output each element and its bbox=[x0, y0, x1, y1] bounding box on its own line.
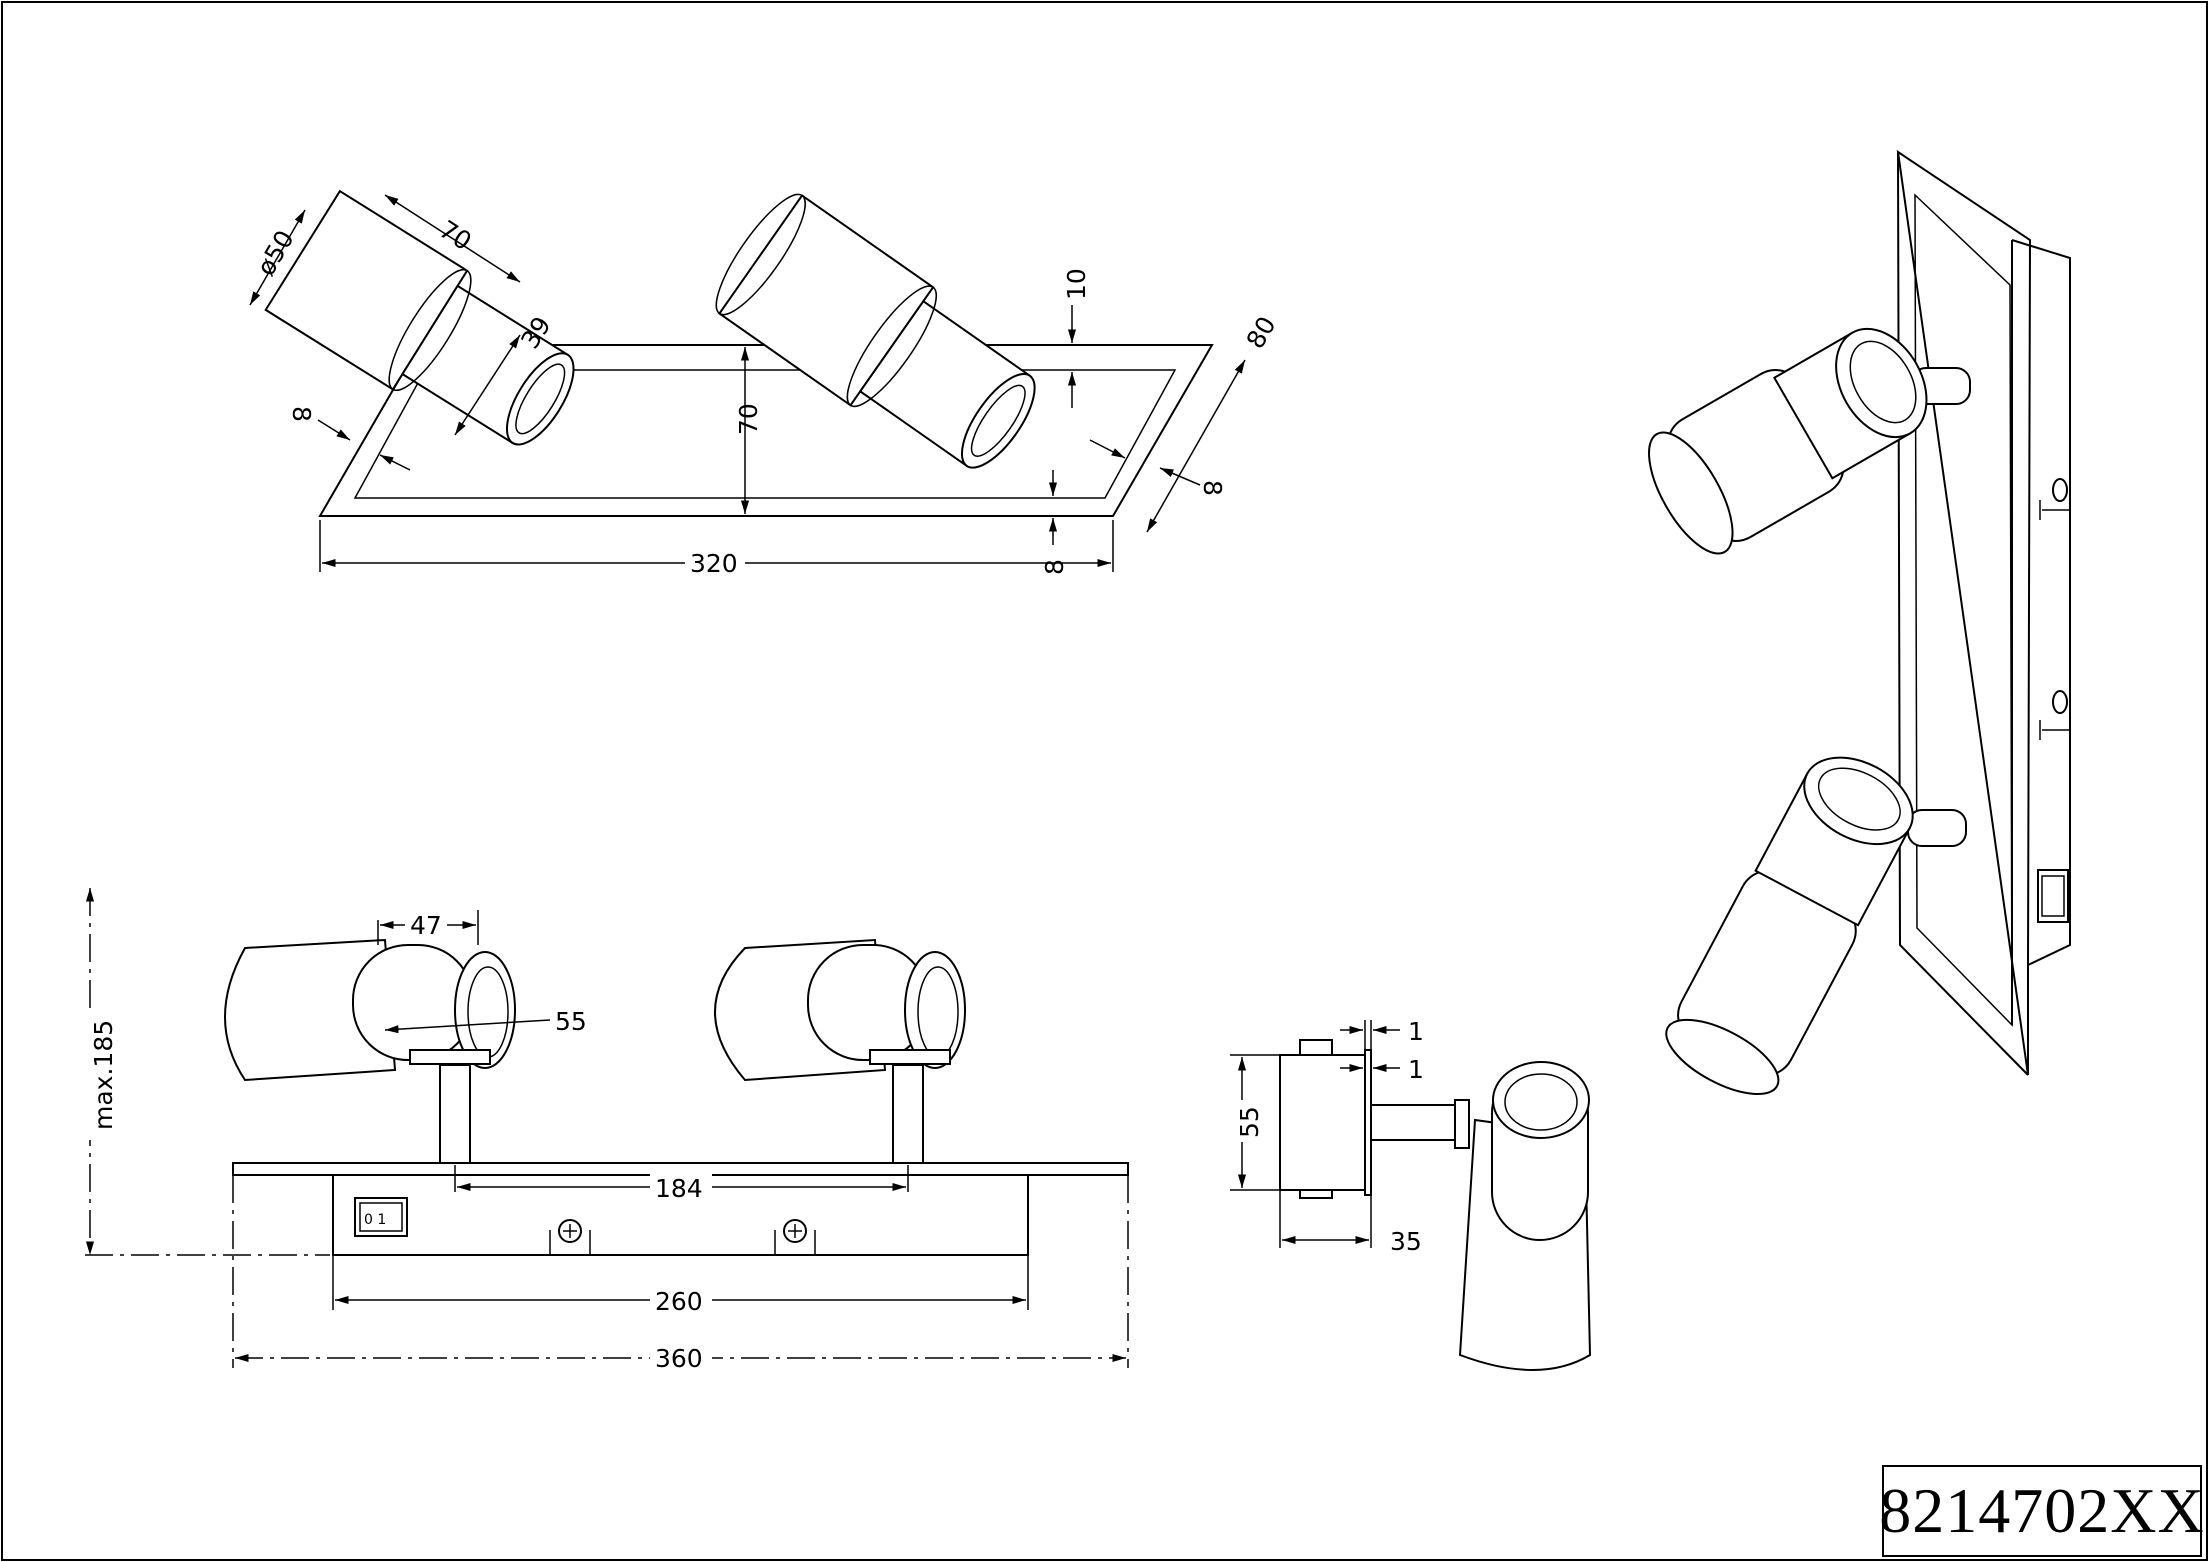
front-spot-right bbox=[714, 938, 966, 1082]
switch-label: 0 1 bbox=[364, 1212, 386, 1228]
front-stem-left bbox=[439, 1064, 471, 1164]
perspective-view bbox=[1648, 149, 2071, 1095]
front-spot-left bbox=[224, 938, 516, 1082]
top-spot-right bbox=[715, 193, 1036, 469]
dim-gap-bottom: 1 bbox=[1408, 1055, 1424, 1084]
rocker-switch: 0 1 bbox=[354, 1197, 408, 1237]
dim-cup-inner: 55 bbox=[555, 1007, 587, 1036]
dim-plate-width-front: 360 bbox=[655, 1344, 703, 1373]
side-spot bbox=[1458, 1061, 1592, 1371]
side-box bbox=[1279, 1054, 1366, 1191]
dim-box-width: 260 bbox=[655, 1287, 703, 1316]
dim-box-depth: 35 bbox=[1390, 1227, 1422, 1256]
front-screw-right bbox=[774, 1219, 816, 1255]
dim-edge-bottom: 8 bbox=[1040, 559, 1069, 575]
top-view: ø50 70 39 8 70 10 80 8 8 320 bbox=[249, 189, 1282, 578]
product-code: 8214702XX bbox=[1879, 1475, 2205, 1546]
dim-gap-top: 1 bbox=[1408, 1017, 1424, 1046]
dim-box-height: 55 bbox=[1235, 1106, 1264, 1138]
front-stem-right bbox=[892, 1064, 924, 1164]
front-view: max.185 0 1 bbox=[76, 888, 1129, 1373]
dim-max-height: max.185 bbox=[89, 1020, 118, 1130]
product-code-box: 8214702XX bbox=[1879, 1465, 2205, 1557]
perspective-switch bbox=[2037, 869, 2069, 923]
dim-plate-depth: 80 bbox=[1241, 311, 1282, 353]
dim-cup-offset: 47 bbox=[410, 911, 442, 940]
side-view: 1 1 55 35 bbox=[1228, 1017, 1592, 1371]
dim-plate-height: 70 bbox=[734, 403, 763, 435]
dim-edge-left: 8 bbox=[287, 406, 316, 422]
dim-top-gap: 10 bbox=[1062, 268, 1091, 300]
perspective-screw-bottom bbox=[2052, 690, 2068, 714]
perspective-spot-bottom bbox=[1665, 756, 1967, 1095]
perspective-screw-top bbox=[2052, 478, 2068, 502]
front-screw-left bbox=[549, 1219, 591, 1255]
perspective-spot-top bbox=[1648, 327, 1971, 555]
top-plate-outer bbox=[318, 344, 1214, 517]
dim-plate-width: 320 bbox=[690, 549, 738, 578]
dim-edge-right: 8 bbox=[1198, 480, 1227, 496]
dim-spot-spacing: 184 bbox=[655, 1174, 703, 1203]
